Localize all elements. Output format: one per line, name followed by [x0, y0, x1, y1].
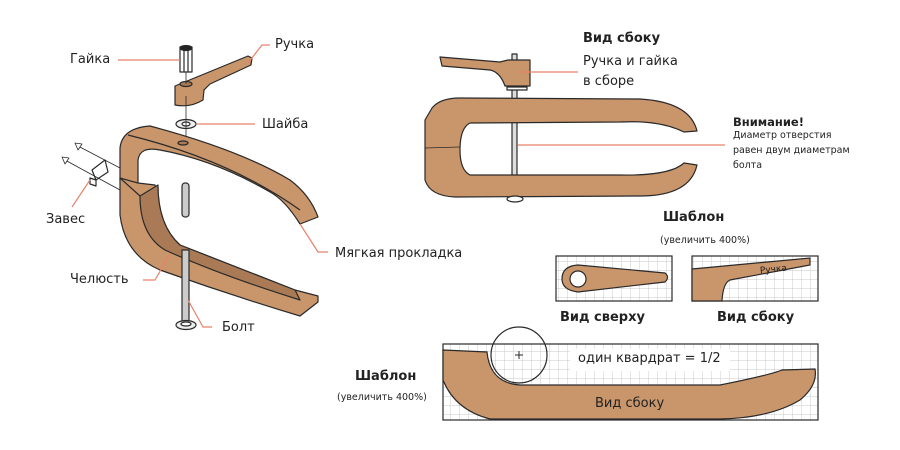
assembly-label-line1: Ручка и гайка — [583, 54, 678, 69]
top-view-label: Вид сверху — [560, 310, 645, 325]
jaw-label: Челюсть — [70, 272, 129, 287]
handle-icon — [174, 55, 253, 107]
bolt-icon — [175, 182, 197, 331]
side-view-leaders — [518, 71, 725, 146]
jaw-template — [442, 326, 819, 421]
jaw-template-title: Шаблон — [355, 369, 417, 384]
warning-title: Внимание! — [733, 115, 804, 129]
warning-line: равен двум диаметрам — [733, 145, 850, 156]
handle-label: Ручка — [275, 37, 315, 52]
handle-side-template — [691, 255, 819, 302]
pad-label: Мягкая прокладка — [335, 246, 463, 261]
warning-line: Диаметр отверстия — [733, 130, 832, 141]
assembly-label-line2: в сборе — [583, 74, 635, 89]
hinge-label: Завес — [46, 212, 86, 227]
scale-note: один квардрат = 1/2 — [578, 351, 721, 366]
washer-label: Шайба — [262, 117, 309, 132]
handle-template-subtitle: (увеличить 400%) — [660, 235, 750, 246]
handle-side-view-label: Вид сбоку — [717, 310, 795, 325]
handle-top-template — [555, 255, 673, 302]
nut-icon — [179, 44, 193, 73]
warning-line: болта — [733, 160, 763, 171]
jaw-side-view-label: Вид сбоку — [595, 396, 665, 411]
side-view-clamp — [424, 53, 698, 203]
handle-template-title: Шаблон — [663, 210, 725, 225]
nut-label: Гайка — [70, 52, 111, 67]
side-view-title: Вид сбоку — [583, 31, 661, 46]
lower-jaw-icon — [119, 177, 319, 317]
leader-lines — [71, 44, 328, 328]
warning-text: Диаметр отверстия равен двум диаметрам б… — [733, 128, 850, 173]
hinge-icon — [61, 142, 121, 191]
jaw-template-subtitle: (увеличить 400%) — [337, 392, 427, 403]
bolt-label: Болт — [222, 320, 255, 335]
